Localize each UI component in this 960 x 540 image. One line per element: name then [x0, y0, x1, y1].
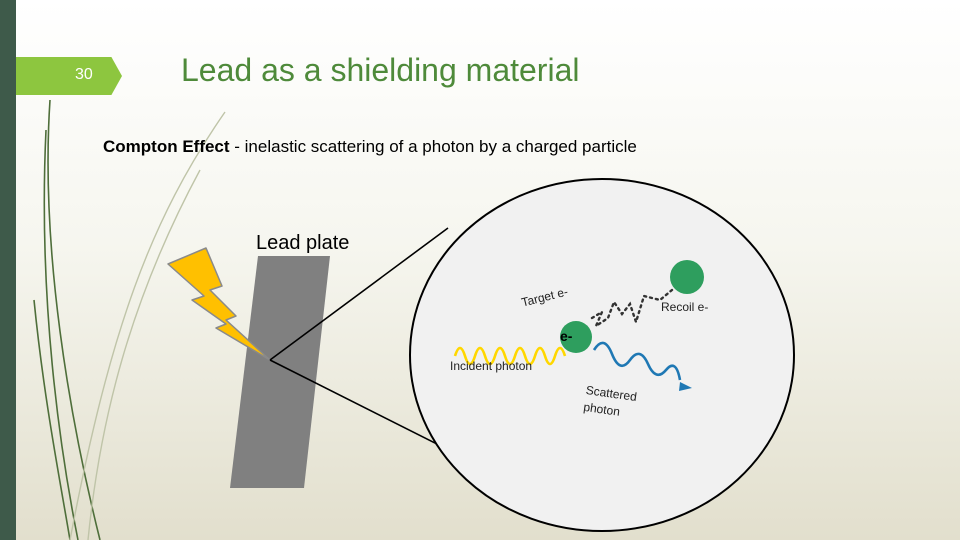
incident-photon-wave [453, 346, 567, 366]
slide-number: 30 [75, 66, 93, 83]
zoom-line-top [269, 227, 449, 361]
electron-label: e- [560, 328, 573, 344]
scattered-photon-wave [592, 341, 682, 381]
slide-title: Lead as a shielding material [181, 52, 580, 88]
lead-plate-label: Lead plate [256, 232, 350, 254]
left-accent-bar [0, 0, 16, 540]
slide-number-tab [16, 57, 122, 95]
lightning-bolt-icon [167, 247, 271, 361]
subtitle-definition: - inelastic scattering of a photon by a … [229, 137, 637, 156]
target-electron [560, 321, 592, 353]
recoil-path [590, 288, 674, 330]
incident-photon-label: Incident photon [450, 359, 533, 373]
lead-plate [230, 256, 330, 488]
scattered-photon-label: Scattered photon [582, 382, 638, 423]
magnified-view-circle [409, 178, 795, 532]
recoil-electron [670, 260, 704, 294]
slide-subtitle: Compton Effect - inelastic scattering of… [103, 137, 637, 157]
scattered-arrow-head [679, 382, 692, 391]
subtitle-term: Compton Effect [103, 137, 230, 156]
recoil-electron-label: Recoil e- [661, 300, 709, 314]
